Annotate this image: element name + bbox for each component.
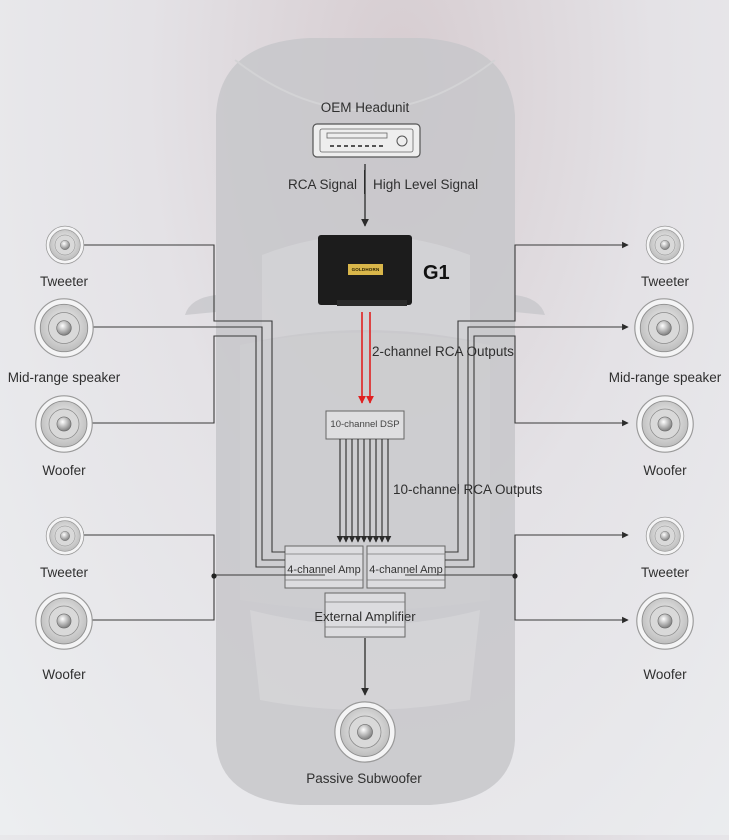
headunit-label: OEM Headunit	[320, 100, 410, 115]
rca-red-lines	[358, 312, 374, 404]
dsp-label: 10-channel DSP	[330, 419, 400, 430]
right-woofer-1-label: Woofer	[643, 463, 687, 478]
speaker-icon	[645, 516, 685, 556]
g1-processor	[318, 235, 412, 306]
speaker-icon	[636, 395, 694, 453]
right-tweeter-2-label: Tweeter	[640, 565, 690, 580]
speaker-icon	[45, 516, 85, 556]
subwoofer-icon	[334, 701, 396, 763]
dsp-box	[325, 410, 405, 440]
brand-badge: GOLDHORN	[351, 267, 380, 272]
amp-right-box	[366, 545, 446, 589]
speaker-icon	[35, 592, 93, 650]
speaker-icon	[636, 592, 694, 650]
junction-right	[512, 573, 518, 579]
speaker-icon	[35, 395, 93, 453]
rca-signal-label: RCA Signal	[288, 177, 358, 192]
junction-left	[211, 573, 217, 579]
ten-channel-outputs-label: 10-channel RCA Outputs	[393, 482, 543, 497]
g1-label: G1	[423, 262, 450, 284]
right-midrange-label: Mid-range speaker	[608, 370, 722, 385]
amp-left-box	[284, 545, 364, 589]
left-woofer-1-label: Woofer	[42, 463, 86, 478]
left-tweeter-1-label: Tweeter	[39, 274, 89, 289]
left-tweeter-2-label: Tweeter	[39, 565, 89, 580]
signal-divider	[364, 170, 366, 194]
speaker-icon	[634, 298, 694, 358]
external-amp-label: External Amplifier	[314, 609, 416, 624]
amp-left-label: 4-channel Amp	[287, 564, 361, 576]
left-wiring	[77, 241, 325, 624]
right-tweeter-1-label: Tweeter	[640, 274, 690, 289]
speaker-icon	[645, 225, 685, 265]
two-channel-outputs-label: 2-channel RCA Outputs	[372, 344, 514, 359]
left-woofer-2-label: Woofer	[42, 667, 86, 682]
speaker-icon	[45, 225, 85, 265]
external-amp-box	[324, 592, 406, 638]
right-woofer-2-label: Woofer	[643, 667, 687, 682]
left-midrange-label: Mid-range speaker	[7, 370, 121, 385]
amp-right-label: 4-channel Amp	[369, 564, 443, 576]
ten-channel-lines	[336, 439, 392, 543]
speaker-icon	[34, 298, 94, 358]
headunit-device	[312, 123, 421, 158]
high-level-signal-label: High Level Signal	[373, 177, 479, 192]
right-wiring	[405, 241, 629, 624]
subwoofer-label: Passive Subwoofer	[306, 771, 422, 786]
